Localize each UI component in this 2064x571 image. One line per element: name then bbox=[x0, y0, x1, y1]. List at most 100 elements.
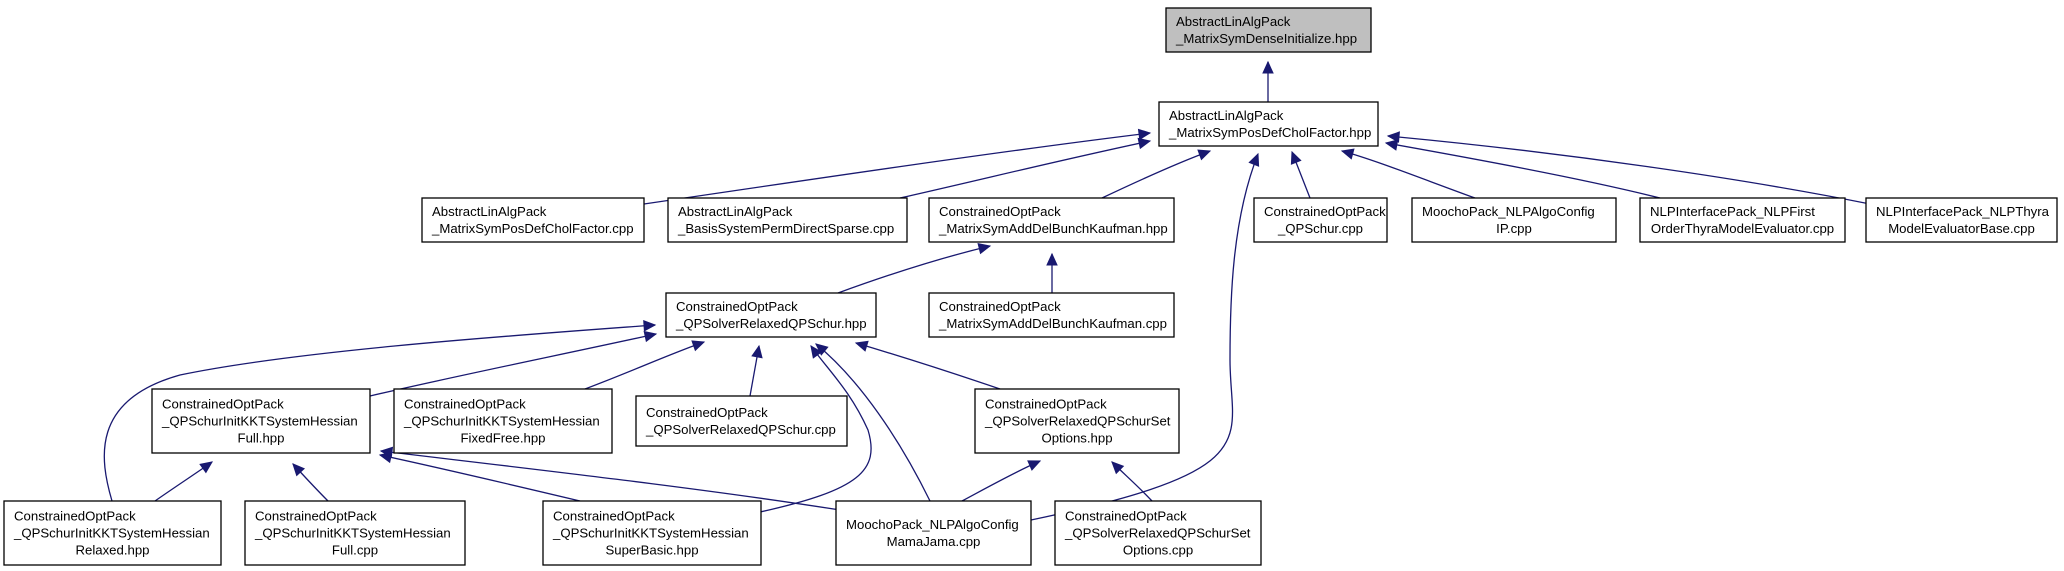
node-label-line: AbstractLinAlgPack bbox=[1169, 108, 1284, 123]
node-basis_perm[interactable]: AbstractLinAlgPack_BasisSystemPermDirect… bbox=[667, 197, 908, 243]
node-qpschur_cpp[interactable]: ConstrainedOptPack_QPSchur.cpp bbox=[1253, 197, 1388, 243]
arrowhead bbox=[854, 340, 869, 352]
node-box[interactable] bbox=[1054, 500, 1262, 566]
arrowhead bbox=[643, 330, 658, 343]
node-chol_cpp[interactable]: AbstractLinAlgPack_MatrixSymPosDefCholFa… bbox=[421, 197, 645, 243]
nodes-layer: AbstractLinAlgPack _MatrixSymDenseInitial… bbox=[3, 7, 2058, 566]
node-nlpthyra[interactable]: NLPInterfacePack_NLPThyraModelEvaluatorB… bbox=[1865, 197, 2058, 243]
edge-qpschur_cpp-to-chol_hpp bbox=[1290, 150, 1311, 199]
edge-bunch_cpp-to-bunch_hpp bbox=[1046, 252, 1058, 293]
edge-line bbox=[899, 140, 1151, 199]
node-fixedfree_hpp[interactable]: ConstrainedOptPack_QPSchurInitKKTSystemH… bbox=[393, 388, 613, 454]
node-label-line: Full.cpp bbox=[332, 543, 378, 558]
edge-relaxedh_hpp-to-full_hpp bbox=[154, 461, 213, 502]
arrowhead bbox=[691, 340, 706, 352]
node-label-line: Relaxed.hpp bbox=[75, 543, 149, 558]
arrowhead bbox=[379, 446, 394, 459]
node-label-line: ConstrainedOptPack bbox=[14, 509, 136, 524]
edge-setopts_hpp-to-relaxed_hpp bbox=[854, 340, 1001, 390]
node-box[interactable] bbox=[1639, 197, 1846, 243]
edge-line bbox=[379, 454, 581, 502]
node-box[interactable] bbox=[928, 197, 1175, 243]
node-label-line: ConstrainedOptPack bbox=[646, 405, 768, 420]
edge-mamajama-to-full_hpp bbox=[379, 446, 841, 511]
node-box[interactable] bbox=[1865, 197, 2058, 243]
node-superbasic_hpp[interactable]: ConstrainedOptPack_QPSchurInitKKTSystemH… bbox=[542, 500, 762, 566]
node-chol_hpp[interactable]: AbstractLinAlgPack_MatrixSymPosDefCholFa… bbox=[1158, 101, 1379, 147]
node-label-line: AbstractLinAlgPack bbox=[432, 204, 547, 219]
node-box[interactable] bbox=[928, 292, 1175, 338]
arrowhead bbox=[1262, 60, 1274, 74]
node-label-line: ConstrainedOptPack bbox=[939, 204, 1061, 219]
node-label-line: _QPSolverRelaxedQPSchurSet bbox=[984, 414, 1171, 429]
node-label-line: _QPSchurInitKKTSystemHessian bbox=[254, 526, 451, 541]
edge-chol_hpp-to-root bbox=[1262, 60, 1274, 102]
arrowhead bbox=[1290, 150, 1302, 165]
arrowhead bbox=[1111, 461, 1125, 475]
edge-mamajama-to-relaxed_hpp bbox=[815, 343, 931, 502]
arrowhead bbox=[1248, 152, 1260, 167]
node-box[interactable] bbox=[1253, 197, 1388, 243]
node-relaxedh_hpp[interactable]: ConstrainedOptPack _QPSchurInitKKTSystemH… bbox=[3, 500, 222, 566]
node-label-line: _QPSolverRelaxedQPSchurSet bbox=[1064, 526, 1251, 541]
node-label-line: _QPSolverRelaxedQPSchur.hpp bbox=[675, 316, 867, 331]
node-full_hpp[interactable]: ConstrainedOptPack_QPSchurInitKKTSystemH… bbox=[151, 388, 371, 454]
arrowhead bbox=[1384, 139, 1399, 151]
node-label-line: _QPSolverRelaxedQPSchur.cpp bbox=[645, 422, 836, 437]
edge-line bbox=[1387, 135, 1871, 205]
node-bunch_cpp[interactable]: ConstrainedOptPack_MatrixSymAddDelBunchK… bbox=[928, 292, 1175, 338]
arrowhead bbox=[1386, 131, 1400, 143]
node-box[interactable] bbox=[1411, 197, 1617, 243]
node-box[interactable] bbox=[635, 395, 848, 447]
node-box[interactable] bbox=[542, 500, 762, 566]
arrowhead bbox=[815, 343, 829, 356]
node-box[interactable] bbox=[665, 292, 877, 338]
node-setopts_cpp[interactable]: ConstrainedOptPack_QPSolverRelaxedQPSchu… bbox=[1054, 500, 1262, 566]
node-setopts_hpp[interactable]: ConstrainedOptPack _QPSolverRelaxedQPSchu… bbox=[974, 388, 1180, 454]
node-relaxed_hpp[interactable]: ConstrainedOptPack_QPSolverRelaxedQPSchu… bbox=[665, 292, 877, 338]
node-label-line: AbstractLinAlgPack bbox=[1176, 14, 1291, 29]
node-label-line: AbstractLinAlgPack bbox=[678, 204, 793, 219]
arrowhead bbox=[1046, 252, 1058, 266]
node-label-line: MoochoPack_NLPAlgoConfig bbox=[846, 517, 1019, 532]
node-label-line: ConstrainedOptPack bbox=[985, 397, 1107, 412]
node-label-line: ConstrainedOptPack bbox=[255, 509, 377, 524]
arrowhead bbox=[292, 463, 306, 477]
node-label-line: _MatrixSymAddDelBunchKaufman.cpp bbox=[938, 316, 1167, 331]
node-box[interactable] bbox=[974, 388, 1180, 454]
node-label-line: _QPSchurInitKKTSystemHessian bbox=[13, 526, 210, 541]
node-box[interactable] bbox=[393, 388, 613, 454]
edge-line bbox=[1341, 150, 1476, 199]
edge-nlpalgo_ip-to-chol_hpp bbox=[1340, 148, 1476, 199]
node-box[interactable] bbox=[151, 388, 371, 454]
edge-line bbox=[961, 460, 1041, 502]
node-label-line: _QPSchurInitKKTSystemHessian bbox=[161, 414, 358, 429]
node-label-line: OrderThyraModelEvaluator.cpp bbox=[1651, 221, 1834, 236]
node-box[interactable] bbox=[1165, 7, 1372, 53]
node-label-line: MoochoPack_NLPAlgoConfig bbox=[1422, 204, 1595, 219]
node-label-line: _MatrixSymAddDelBunchKaufman.hpp bbox=[938, 221, 1168, 236]
node-bunch_hpp[interactable]: ConstrainedOptPack _MatrixSymAddDelBunchK… bbox=[928, 197, 1175, 243]
node-label-line: _MatrixSymDenseInitialize.hpp bbox=[1175, 31, 1357, 46]
edge-relaxedh_hpp-to-relaxed_hpp bbox=[103, 320, 657, 502]
node-box[interactable] bbox=[3, 500, 222, 566]
arrowhead bbox=[1027, 460, 1042, 471]
node-relaxed_cpp[interactable]: ConstrainedOptPack _QPSolverRelaxedQPSchu… bbox=[635, 395, 848, 447]
arrowhead bbox=[977, 243, 992, 255]
node-nlpfirst[interactable]: NLPInterfacePack_NLPFirstOrderThyraModel… bbox=[1639, 197, 1846, 243]
node-box[interactable] bbox=[421, 197, 645, 243]
node-box[interactable] bbox=[244, 500, 466, 566]
node-root[interactable]: AbstractLinAlgPack _MatrixSymDenseInitial… bbox=[1165, 7, 1372, 53]
edge-relaxed_cpp-to-relaxed_hpp bbox=[749, 344, 763, 397]
node-full_cpp[interactable]: ConstrainedOptPack _QPSchurInitKKTSystemH… bbox=[244, 500, 466, 566]
node-label-line: Full.hpp bbox=[238, 431, 285, 446]
node-box[interactable] bbox=[1158, 101, 1379, 147]
node-box[interactable] bbox=[835, 500, 1032, 566]
node-box[interactable] bbox=[667, 197, 908, 243]
node-label-line: Options.cpp bbox=[1123, 543, 1193, 558]
edge-line bbox=[369, 333, 657, 397]
